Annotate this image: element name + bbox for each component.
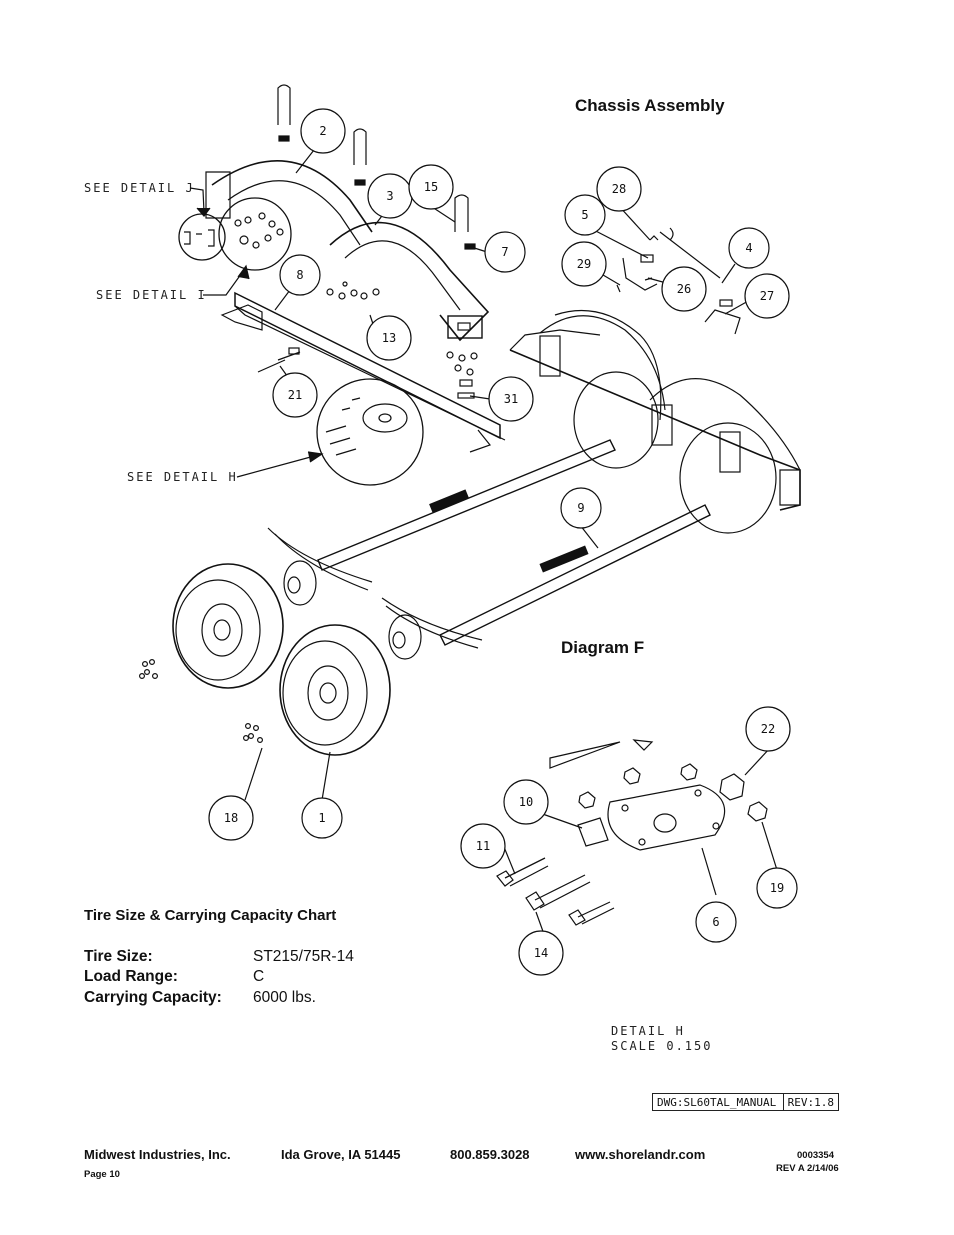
spec-label: Load Range: xyxy=(84,968,178,985)
callout-18-circle xyxy=(208,795,254,841)
callout-1-circle xyxy=(301,797,343,839)
callout-15-circle xyxy=(408,164,454,210)
callout-21-circle xyxy=(272,372,318,418)
detail-h-scale: SCALE 0.150 xyxy=(611,1039,713,1053)
callout-1: 1 xyxy=(318,811,325,825)
callout-29: 29 xyxy=(577,257,591,271)
callout-18: 18 xyxy=(224,811,238,825)
callout-11: 11 xyxy=(476,839,490,853)
spec-label: Carrying Capacity: xyxy=(84,989,222,1006)
callout-4: 4 xyxy=(745,241,752,255)
callout-15: 15 xyxy=(424,180,438,194)
callout-19-circle xyxy=(756,867,798,909)
spec-value: C xyxy=(253,968,265,985)
detail-h-title: DETAIL H xyxy=(611,1024,685,1038)
drawing-number: DWG:SL60TAL_MANUAL xyxy=(657,1095,777,1109)
callout-21: 21 xyxy=(288,388,302,402)
callout-28-circle xyxy=(596,166,642,212)
callout-8-circle xyxy=(279,254,321,296)
see-detail-h-label: SEE DETAIL H xyxy=(127,470,238,484)
callout-9-circle xyxy=(560,487,602,529)
callout-10: 10 xyxy=(519,795,533,809)
callout-13-circle xyxy=(366,315,412,361)
callout-9: 9 xyxy=(577,501,584,515)
spec-label: Tire Size: xyxy=(84,948,153,965)
footer-revision: REV A 2/14/06 xyxy=(776,1163,839,1174)
callout-6: 6 xyxy=(712,915,719,929)
footer-website: www.shorelandr.com xyxy=(575,1147,706,1162)
callout-27: 27 xyxy=(760,289,774,303)
callout-13: 13 xyxy=(382,331,396,345)
tire-chart-title: Tire Size & Carrying Capacity Chart xyxy=(84,907,337,924)
callout-7: 7 xyxy=(501,245,508,259)
callout-26-circle xyxy=(661,266,707,312)
callout-3: 3 xyxy=(386,189,393,203)
callout-22: 22 xyxy=(761,722,775,736)
callout-27-circle xyxy=(744,273,790,319)
callout-2: 2 xyxy=(319,124,326,138)
callout-2-circle xyxy=(300,108,346,154)
footer-doc-number: 0003354 xyxy=(797,1150,834,1161)
callout-14-circle xyxy=(518,930,564,976)
footer-city: Ida Grove, IA 51445 xyxy=(281,1147,401,1162)
callout-26: 26 xyxy=(677,282,691,296)
callout-22-circle xyxy=(745,706,791,752)
callout-14: 14 xyxy=(534,946,548,960)
callout-5-circle xyxy=(564,194,606,236)
callout-4-circle xyxy=(728,227,770,269)
spec-value: ST215/75R-14 xyxy=(253,948,354,965)
callout-28: 28 xyxy=(612,182,626,196)
footer-phone: 800.859.3028 xyxy=(450,1147,530,1162)
callout-31: 31 xyxy=(504,392,518,406)
spec-value: 6000 lbs. xyxy=(253,989,316,1006)
callout-10-circle xyxy=(503,779,549,825)
callout-6-circle xyxy=(695,901,737,943)
diagram-label: Diagram F xyxy=(561,638,645,657)
see-detail-j-label: SEE DETAIL J xyxy=(84,181,195,195)
callout-5: 5 xyxy=(581,208,588,222)
footer-page-number: Page 10 xyxy=(84,1169,120,1180)
callout-29-circle xyxy=(561,241,607,287)
callout-19: 19 xyxy=(770,881,784,895)
callout-31-circle xyxy=(488,376,534,422)
callout-11-circle xyxy=(460,823,506,869)
drawing-revision: REV:1.8 xyxy=(782,1094,838,1110)
callout-7-circle xyxy=(484,231,526,273)
drawing-id-box: DWG:SL60TAL_MANUAL REV:1.8 xyxy=(652,1093,839,1111)
callout-8: 8 xyxy=(296,268,303,282)
see-detail-i-label: SEE DETAIL I xyxy=(96,288,207,302)
footer-company: Midwest Industries, Inc. xyxy=(84,1147,231,1162)
page-title: Chassis Assembly xyxy=(575,96,725,115)
